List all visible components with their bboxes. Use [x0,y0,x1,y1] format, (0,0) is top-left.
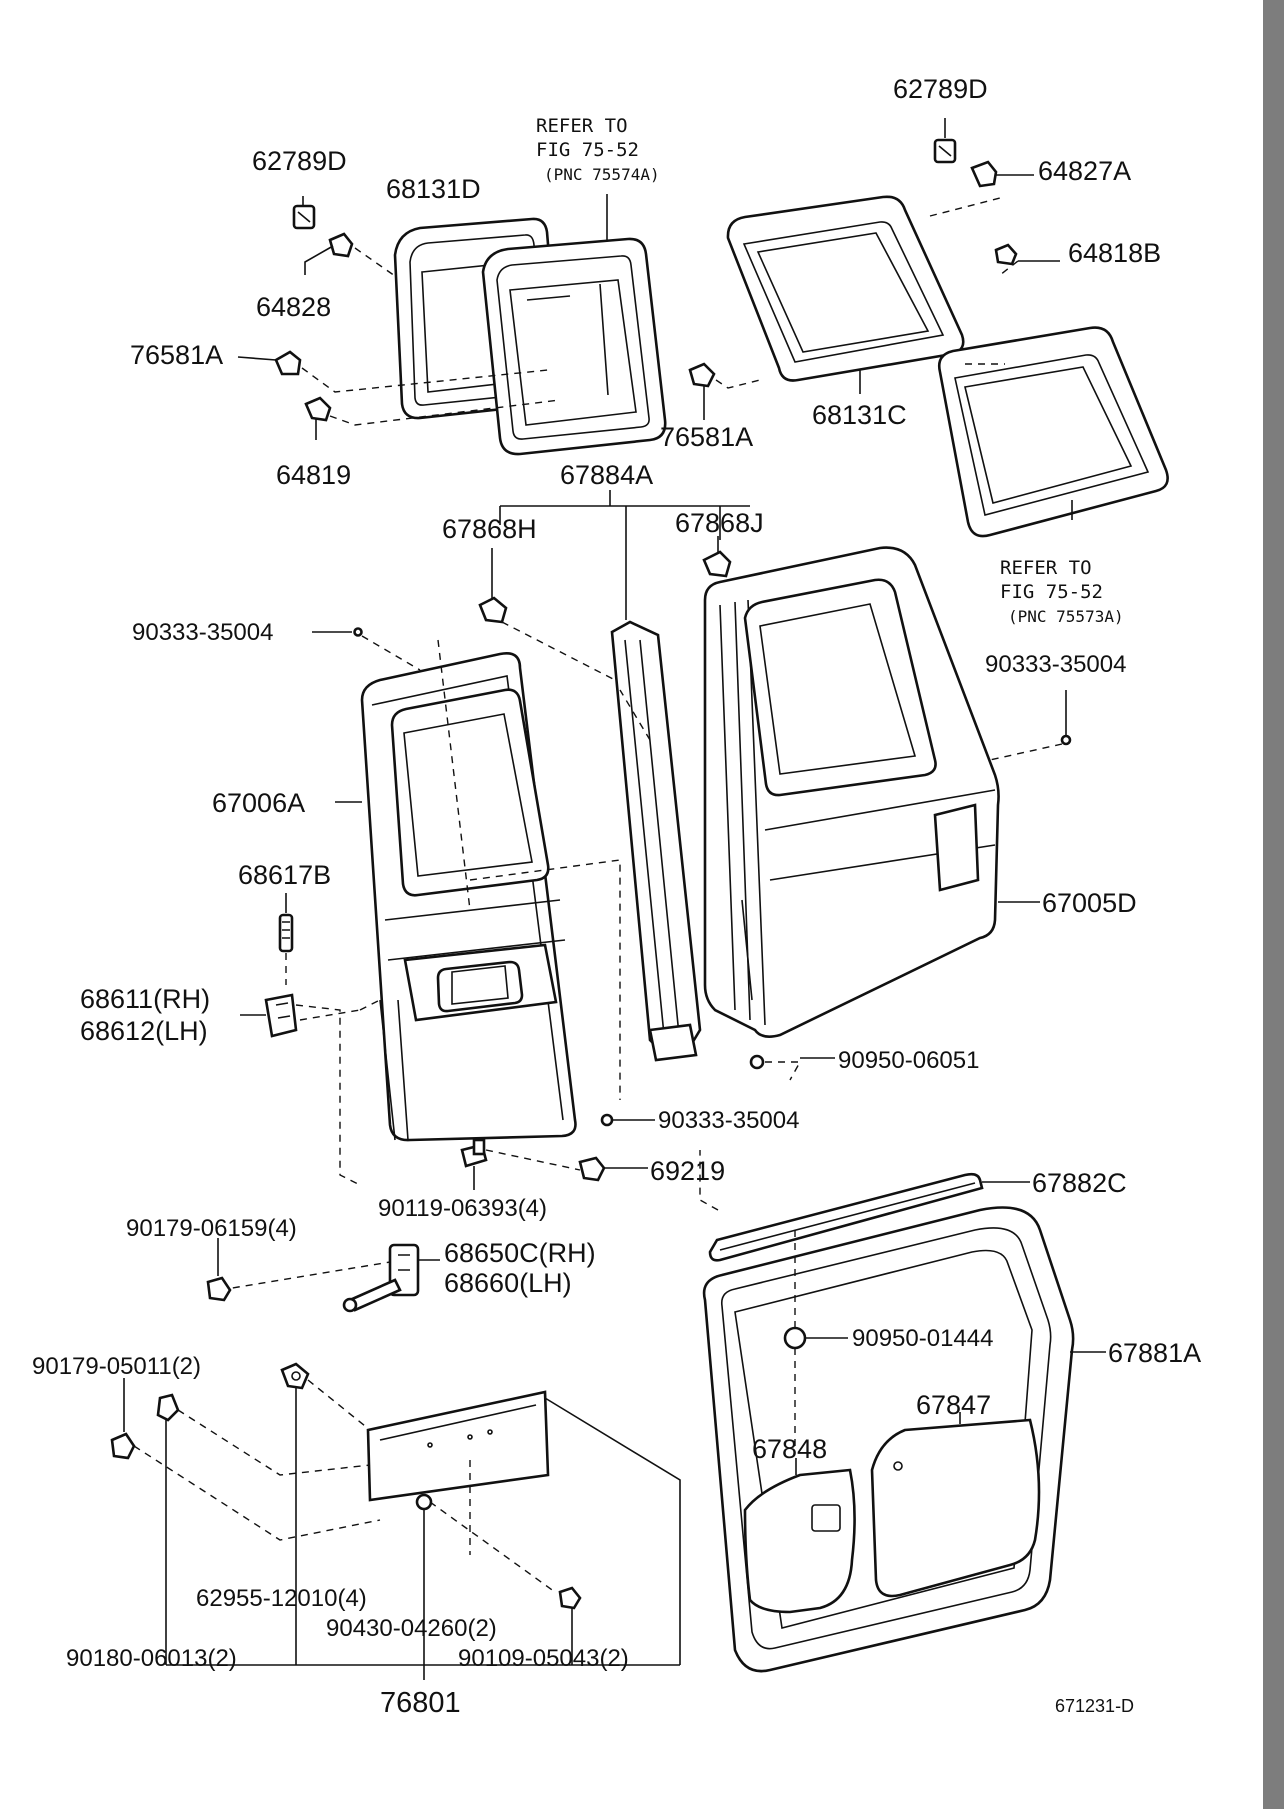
label-62789D-left: 62789D [252,146,347,176]
label-90179-05011: 90179-05011(2) [32,1353,201,1380]
grommet-69219 [578,1156,606,1182]
refer-right-line1: REFER TO [1000,557,1092,579]
label-67848: 67848 [752,1434,827,1464]
screw-90333-left [353,627,363,637]
refer-right-line3: (PNC 75573A) [1008,607,1124,626]
scrollbar[interactable] [1263,0,1284,1809]
screw-90109-05043 [558,1586,582,1610]
label-68131C: 68131C [812,400,907,430]
label-69219: 69219 [650,1156,725,1186]
label-90180: 90180-06013(2) [66,1645,237,1672]
hinge-pin-68617B [278,913,294,953]
label-67884A: 67884A [560,460,653,490]
clip-64828 [328,232,354,258]
clip-64827A [970,160,998,188]
label-67882C: 67882C [1032,1168,1127,1198]
clip-76581A-left [274,350,302,376]
license-plate-lamp-76801 [366,1390,550,1502]
door-sash-channel-67884A [610,620,702,1062]
label-90109: 90109-05043(2) [458,1645,629,1672]
bolt-90119-06393 [460,1138,488,1168]
plug-90950-06051 [749,1054,765,1070]
label-68611: 68611(RH) [80,984,210,1014]
label-67005D: 67005D [1042,888,1137,918]
clip-62789D-right [933,138,957,164]
rear-door-panel-67005D [703,546,1000,1038]
rear-door-panel-67006A [360,652,577,1142]
label-90119: 90119-06393(4) [378,1195,547,1222]
label-90950-01444: 90950-01444 [852,1325,993,1352]
bolt-90179-06159 [206,1276,232,1302]
bolt-90179-05011 [110,1432,136,1460]
clip-76581A-mid [688,362,716,388]
screw-90333-mid [600,1113,614,1127]
label-62789D-right: 62789D [893,74,988,104]
label-68660: 68660(LH) [444,1268,572,1298]
label-90179-06159: 90179-06159(4) [126,1215,297,1242]
grommet-90430-04260 [415,1493,433,1511]
door-hinge-68611 [264,993,298,1038]
label-67868H: 67868H [442,514,537,544]
label-68650C: 68650C(RH) [444,1238,596,1268]
label-67881A: 67881A [1108,1338,1201,1368]
right-quarter-window-glass-ref-75573A [938,326,1169,538]
part-labels: 62789D 62789D 68131D 64827A 64818B 64828… [32,74,1201,1719]
clip-67868J [702,550,732,578]
label-64819: 64819 [276,460,351,490]
refer-top-line2: FIG 75-52 [536,139,639,161]
refer-note-top: REFER TO FIG 75-52 (PNC 75574A) [536,115,660,184]
label-67868J: 67868J [675,508,764,538]
quarter-window-glass-ref-75574A [481,237,667,456]
clip-62955-12010 [280,1362,310,1390]
label-64828: 64828 [256,292,331,322]
label-68612: 68612(LH) [80,1016,208,1046]
label-76801: 76801 [380,1687,461,1719]
clip-64819 [304,396,332,422]
insulator-67848 [743,1468,856,1614]
refer-top-line3: (PNC 75574A) [544,165,660,184]
screw-90333-right [1060,734,1072,746]
right-quarter-window-weatherstrip-68131C [726,195,965,382]
label-68617B: 68617B [238,860,331,890]
label-90333-right: 90333-35004 [985,651,1126,678]
label-90430: 90430-04260(2) [326,1615,497,1642]
refer-note-right: REFER TO FIG 75-52 (PNC 75573A) [1000,557,1124,626]
plug-90950-01444 [783,1326,807,1350]
refer-top-line1: REFER TO [536,115,628,137]
insulator-67847 [870,1418,1041,1598]
label-76581A-mid: 76581A [660,422,753,452]
clip-67868H [478,596,508,624]
label-76581A-left: 76581A [130,340,223,370]
refer-right-line2: FIG 75-52 [1000,581,1103,603]
label-67006A: 67006A [212,788,305,818]
nut-90180-06013 [156,1393,180,1422]
door-trim-strip-67882C [708,1172,984,1262]
label-62955: 62955-12010(4) [196,1585,367,1612]
figure-code: 671231-D [1055,1696,1134,1716]
label-90333-mid: 90333-35004 [658,1107,799,1134]
label-90333-left: 90333-35004 [132,619,273,646]
clip-64818B [994,243,1018,266]
label-90950-06051: 90950-06051 [838,1047,979,1074]
label-64818B: 64818B [1068,238,1161,268]
clip-62789D-left [292,204,316,230]
label-67847: 67847 [916,1390,991,1420]
label-68131D: 68131D [386,174,481,204]
door-check-68650C [342,1243,420,1313]
label-64827A: 64827A [1038,156,1131,186]
